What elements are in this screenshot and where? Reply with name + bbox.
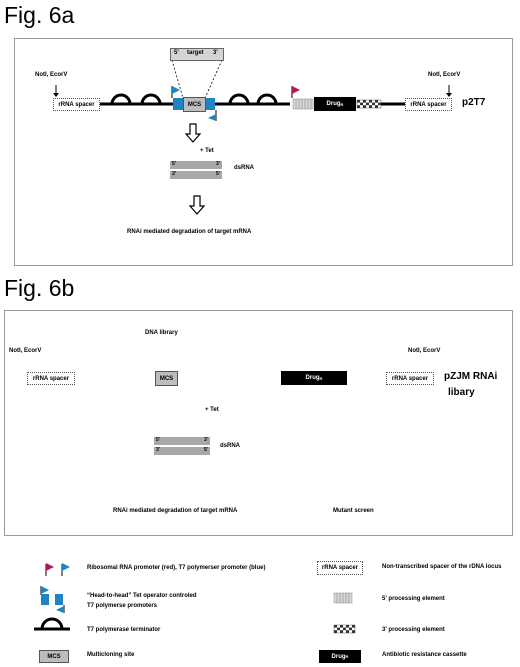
fig-6b-drug-label: Drug — [305, 375, 320, 381]
fig-6b-ds-top-3: 3' — [204, 437, 208, 443]
fig-6b-dsrna-label: dsRNA — [220, 443, 241, 449]
fig-6a-mcs-box: MCS — [183, 97, 206, 112]
fig-6a-tet-label: + Tet — [200, 148, 214, 154]
fig-6a-drug-superscript: R — [340, 101, 344, 107]
fig-6a-drug-label: Drug — [326, 101, 341, 107]
fig-6a-plasmid-name: p2T7 — [462, 97, 486, 108]
fig-6b-left-site-label: NotI, EcorV — [9, 348, 42, 354]
fig-6a-target-insert: 5' target 3' — [170, 48, 224, 61]
fig-6b-mutant-screen-label: Mutant screen — [333, 508, 374, 514]
fig-6b-title: Fig. 6b — [4, 275, 75, 301]
legend-three-prime-text: 3' processing element — [382, 627, 445, 633]
fig-6a-target-label: target — [187, 50, 204, 56]
legend-drug-superscript: R — [345, 654, 349, 659]
fig-6a-result-label: RNAi mediated degradation of target mRNA — [127, 229, 252, 235]
fig-6b-result-label: RNAi mediated degradation of target mRNA — [113, 508, 238, 514]
legend-spacer-box: rRNA spacer — [317, 561, 363, 575]
legend-head-text-1: “Head-to-head” Tet operator controled — [87, 593, 197, 599]
fig-6b-tet-label: + Tet — [205, 407, 219, 413]
fig-6a-ds-top-3: 3' — [216, 161, 220, 167]
fig-6b-dsrna-bottom-strand: 3' 5' — [154, 447, 210, 455]
fig-6b-dsrna-top-strand: 5' 3' — [154, 437, 210, 445]
legend-promoters-text: Ribosomal RNA promoter (red), T7 polymer… — [87, 565, 266, 571]
fig-6a-target-5-label: 5' — [174, 50, 179, 56]
legend-mcs-text: Multicloning site — [87, 652, 135, 658]
fig-6a-right-site-label: NotI, EcorV — [428, 72, 461, 78]
fig-6a-dsrna-label: dsRNA — [234, 165, 255, 171]
fig-6b-library-label: DNA library — [145, 330, 178, 336]
fig-6b-right-spacer: rRNA spacer — [386, 372, 434, 385]
fig-6b-plasmid-name-2: libary — [448, 387, 475, 398]
fig-6b-ds-bot-5: 5' — [204, 447, 208, 453]
fig-6b-ds-bot-3: 3' — [156, 447, 160, 453]
fig-6b-panel — [4, 310, 513, 536]
fig-6a-right-spacer: rRNA spacer — [405, 98, 452, 111]
fig-6a-ds-top-5: 5' — [172, 161, 176, 167]
fig-6b-mcs-box: MCS — [155, 371, 178, 386]
legend-terminator-text: T7 polymerase terminator — [87, 627, 161, 633]
fig-6a-left-site-label: NotI, EcorV — [35, 72, 68, 78]
fig-6a-panel — [14, 38, 513, 266]
fig-6b-right-site-label: NotI, EcorV — [408, 348, 441, 354]
legend-head-text-2: T7 polymerse promoters — [87, 603, 158, 609]
fig-6b-left-spacer: rRNA spacer — [27, 372, 75, 385]
legend-drug-text: Antibiotic resistance cassette — [382, 652, 467, 658]
fig-6b-plasmid-name-1: pZJM RNAi — [444, 371, 498, 382]
fig-6b-drug-superscript: R — [319, 375, 323, 381]
fig-6a-target-3-label: 3' — [213, 50, 218, 56]
legend-mcs-box: MCS — [39, 650, 69, 663]
fig-6a-ds-bot-5: 5' — [216, 171, 220, 177]
fig-6b-ds-top-5: 5' — [156, 437, 160, 443]
fig-6a-ds-bot-3: 3' — [172, 171, 176, 177]
fig-6a-dsrna-top-strand: 5' 3' — [170, 161, 222, 169]
legend-drug-label: Drug — [331, 653, 346, 660]
legend-spacer-text: Non-transcribed spacer of the rDNA locus — [382, 564, 502, 570]
fig-6a-left-spacer: rRNA spacer — [53, 98, 100, 111]
fig-6a-dsrna-bottom-strand: 3' 5' — [170, 171, 222, 179]
fig-6a-title: Fig. 6a — [4, 2, 75, 28]
legend-five-prime-text: 5' processing element — [382, 596, 445, 602]
